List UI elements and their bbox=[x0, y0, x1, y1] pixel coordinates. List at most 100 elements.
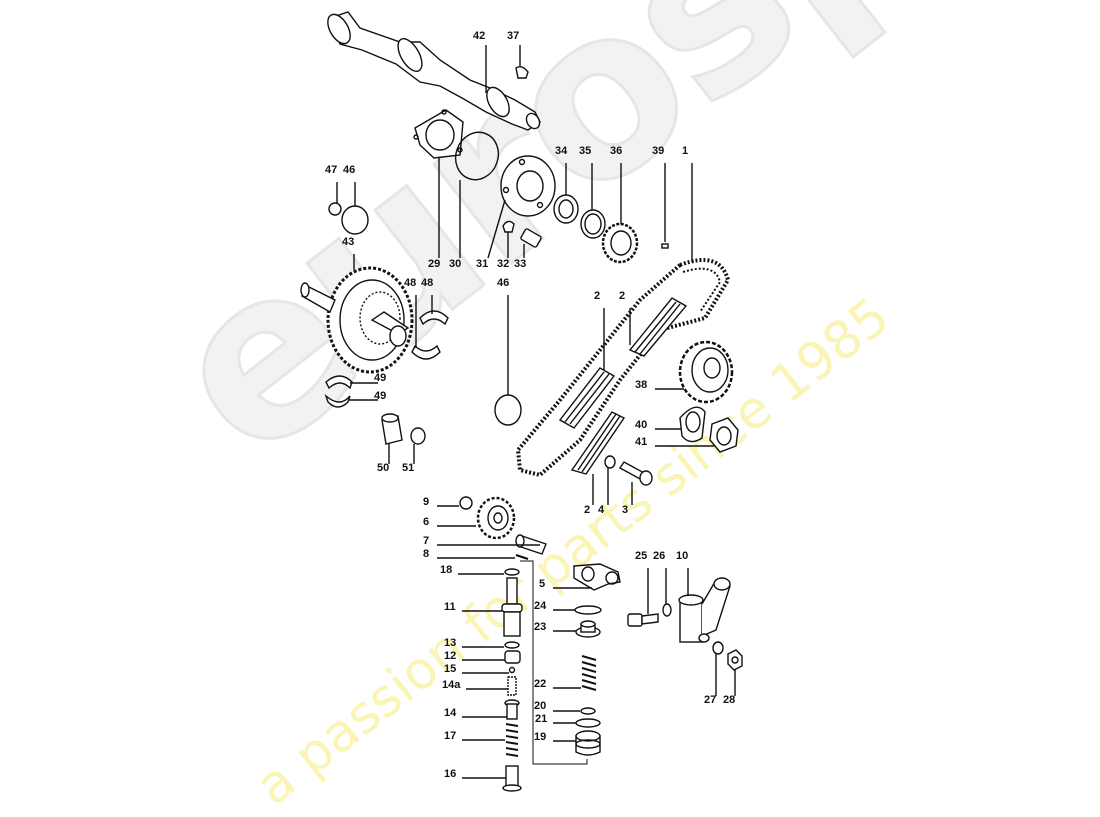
part-label-50[interactable]: 50 bbox=[377, 462, 390, 474]
cap-part-16[interactable] bbox=[462, 765, 522, 792]
part-label-10[interactable]: 10 bbox=[676, 550, 689, 562]
circlip-part-46-lower[interactable] bbox=[494, 295, 522, 426]
part-label-25[interactable]: 25 bbox=[635, 550, 648, 562]
lock-plate-part-32[interactable] bbox=[502, 220, 515, 258]
spring-part-14a[interactable] bbox=[466, 676, 517, 696]
housing-part-19[interactable] bbox=[553, 730, 601, 756]
part-label-23[interactable]: 23 bbox=[534, 621, 547, 633]
oring-part-30[interactable] bbox=[449, 126, 505, 258]
chain-guide-part-2-lower[interactable] bbox=[570, 411, 626, 505]
part-label-46a[interactable]: 46 bbox=[343, 164, 356, 176]
part-label-7[interactable]: 7 bbox=[423, 535, 430, 547]
part-label-8[interactable]: 8 bbox=[423, 548, 430, 560]
part-label-2c[interactable]: 2 bbox=[584, 504, 591, 516]
part-label-13[interactable]: 13 bbox=[444, 637, 457, 649]
ring-part-18[interactable] bbox=[458, 568, 520, 576]
part-label-48a[interactable]: 48 bbox=[404, 277, 417, 289]
part-label-38[interactable]: 38 bbox=[635, 379, 648, 391]
part-label-33[interactable]: 33 bbox=[514, 258, 527, 270]
part-label-19[interactable]: 19 bbox=[534, 731, 547, 743]
part-label-12[interactable]: 12 bbox=[444, 650, 457, 662]
intermediate-shaft-gear-part-43[interactable] bbox=[300, 254, 414, 374]
nut-part-41[interactable] bbox=[655, 417, 739, 453]
sprocket-part-38[interactable] bbox=[655, 340, 734, 404]
part-label-11[interactable]: 11 bbox=[444, 601, 456, 613]
part-label-37[interactable]: 37 bbox=[507, 30, 520, 42]
flange-part-31[interactable] bbox=[487, 155, 556, 259]
pin-part-8[interactable] bbox=[437, 554, 529, 560]
camshaft-part-42[interactable] bbox=[323, 11, 542, 131]
valve-seat-part-12[interactable] bbox=[462, 650, 521, 664]
bearing-shell-part-49-lower[interactable] bbox=[324, 393, 378, 408]
shaft-part-7[interactable] bbox=[437, 534, 547, 555]
nut-part-28[interactable] bbox=[727, 649, 743, 696]
circlip-part-51[interactable] bbox=[410, 427, 426, 464]
bearing-shell-part-49-upper[interactable] bbox=[325, 375, 378, 390]
washer-part-4[interactable] bbox=[604, 455, 616, 505]
part-label-1[interactable]: 1 bbox=[682, 145, 689, 157]
shim-part-35[interactable] bbox=[580, 163, 606, 239]
ring-part-34[interactable] bbox=[553, 163, 579, 224]
part-label-2b[interactable]: 2 bbox=[619, 290, 626, 302]
part-label-20[interactable]: 20 bbox=[534, 700, 547, 712]
part-label-48b[interactable]: 48 bbox=[421, 277, 434, 289]
part-label-27[interactable]: 27 bbox=[704, 694, 717, 706]
tensioner-arm-part-5[interactable] bbox=[553, 563, 621, 591]
part-label-42[interactable]: 42 bbox=[473, 30, 486, 42]
chain-guide-part-2-upper[interactable] bbox=[628, 297, 688, 357]
part-label-18[interactable]: 18 bbox=[440, 564, 453, 576]
part-label-28[interactable]: 28 bbox=[723, 694, 736, 706]
sprocket-part-36[interactable] bbox=[601, 163, 639, 264]
circlip-part-24[interactable] bbox=[553, 605, 602, 615]
part-label-51[interactable]: 51 bbox=[402, 462, 415, 474]
bearing-shell-part-48-lower[interactable] bbox=[411, 295, 441, 360]
part-label-2a[interactable]: 2 bbox=[594, 290, 601, 302]
circlip-part-9[interactable] bbox=[437, 496, 473, 510]
part-label-9[interactable]: 9 bbox=[423, 496, 430, 508]
washer-part-27[interactable] bbox=[712, 641, 724, 696]
part-label-14a[interactable]: 14a bbox=[442, 679, 461, 691]
bolt-part-25[interactable] bbox=[627, 568, 659, 627]
part-label-41[interactable]: 41 bbox=[635, 436, 648, 448]
timing-chain-part-1[interactable] bbox=[515, 163, 731, 478]
woodruff-key-part-37[interactable] bbox=[515, 45, 529, 79]
part-label-3[interactable]: 3 bbox=[622, 504, 629, 516]
part-label-15[interactable]: 15 bbox=[444, 663, 457, 675]
bolt-part-3[interactable] bbox=[618, 461, 653, 505]
circlip-part-46-upper[interactable] bbox=[341, 182, 369, 235]
part-label-40[interactable]: 40 bbox=[635, 419, 648, 431]
part-label-22[interactable]: 22 bbox=[534, 678, 547, 690]
ring-part-20[interactable] bbox=[553, 707, 596, 715]
washer-part-26[interactable] bbox=[662, 568, 672, 617]
part-label-30[interactable]: 30 bbox=[449, 258, 462, 270]
part-label-36[interactable]: 36 bbox=[610, 145, 623, 157]
ball-part-15[interactable] bbox=[462, 666, 516, 674]
spring-part-17[interactable] bbox=[462, 723, 519, 757]
part-label-46b[interactable]: 46 bbox=[497, 277, 510, 289]
spring-part-22[interactable] bbox=[553, 655, 597, 691]
part-label-35[interactable]: 35 bbox=[579, 145, 592, 157]
retainer-part-14[interactable] bbox=[462, 699, 520, 720]
tensioner-housing-part-10[interactable] bbox=[678, 568, 731, 643]
bearing-shell-part-48-upper[interactable] bbox=[419, 295, 449, 326]
chain-guide-part-2-middle[interactable] bbox=[558, 308, 616, 429]
seal-part-21[interactable] bbox=[553, 718, 601, 728]
part-label-43[interactable]: 43 bbox=[342, 236, 355, 248]
ring-part-13[interactable] bbox=[462, 641, 520, 649]
plunger-part-11[interactable] bbox=[462, 577, 523, 637]
part-label-4[interactable]: 4 bbox=[598, 504, 605, 516]
part-label-24[interactable]: 24 bbox=[534, 600, 547, 612]
part-label-21[interactable]: 21 bbox=[535, 713, 548, 725]
part-label-47[interactable]: 47 bbox=[325, 164, 338, 176]
part-label-5[interactable]: 5 bbox=[539, 578, 546, 590]
bolt-part-33[interactable] bbox=[520, 228, 542, 258]
cap-part-23[interactable] bbox=[553, 620, 601, 638]
pin-part-39[interactable] bbox=[661, 163, 669, 249]
part-label-16[interactable]: 16 bbox=[444, 768, 457, 780]
part-label-6[interactable]: 6 bbox=[423, 516, 430, 528]
circlip-part-47[interactable] bbox=[328, 182, 342, 216]
bushing-part-50[interactable] bbox=[381, 413, 403, 464]
washer-part-40[interactable] bbox=[655, 406, 706, 443]
sprocket-part-6[interactable] bbox=[437, 496, 516, 540]
part-label-29[interactable]: 29 bbox=[428, 258, 441, 270]
